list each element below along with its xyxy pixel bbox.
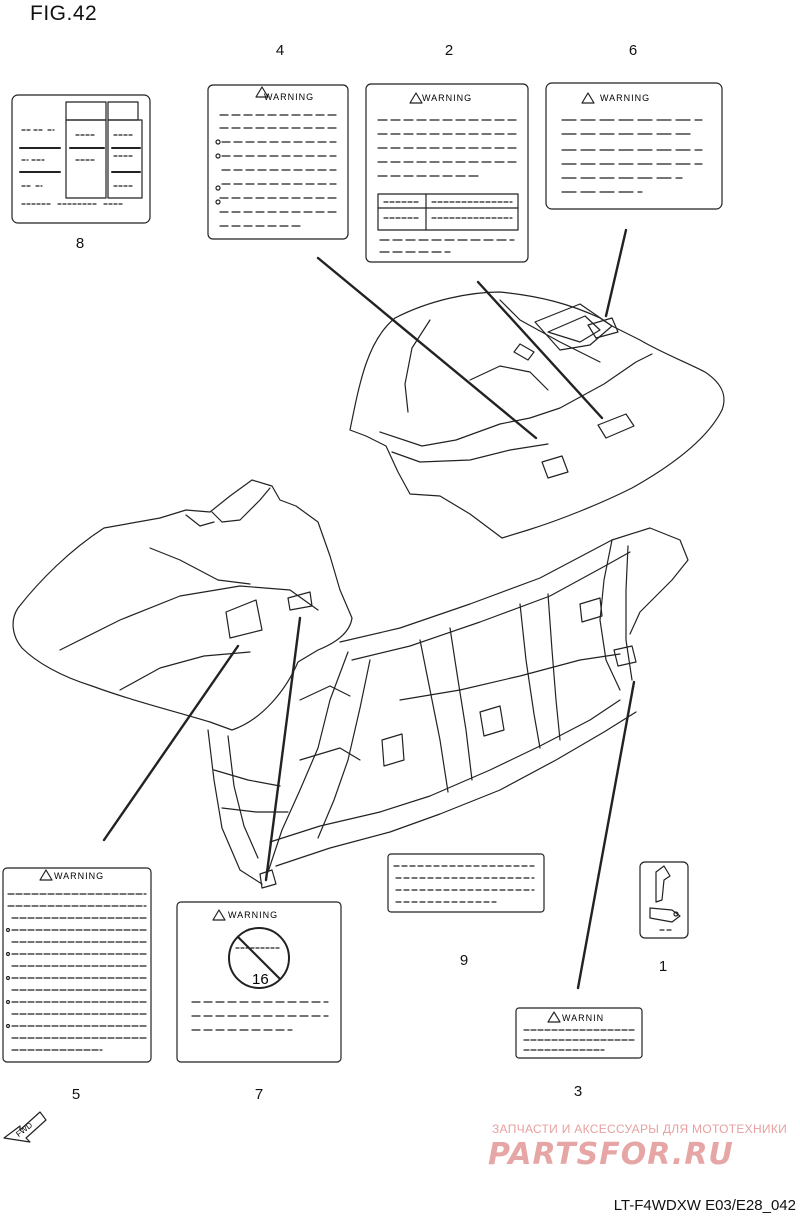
age-16-text: 16 [252,971,269,988]
callout-7: 7 [254,1086,264,1103]
callout-5: 5 [71,1086,81,1103]
front-fender [12,479,353,731]
label-6 [545,82,723,210]
label-8 [11,94,151,224]
label-1 [639,861,689,939]
watermark-tagline: ЗАПЧАСТИ И АКСЕССУАРЫ ДЛЯ МОТОТЕХНИКИ [492,1122,788,1136]
callout-2: 2 [444,42,454,59]
fwd-arrow-icon [3,1111,47,1143]
rear-fender [349,291,725,539]
label-7 [176,901,342,1063]
label-3 [515,1007,643,1059]
warning-label-6-text: WARNING [600,93,650,103]
label-2 [365,83,529,263]
warning-label-2-text: WARNING [422,93,472,103]
label-9 [387,853,545,913]
figure-title: FIG.42 [30,2,98,25]
callout-3: 3 [573,1083,583,1100]
figure-code: LT-F4WDXW E03/E28_042 [613,1197,796,1214]
warning-label-7-text: WARNING [228,910,278,920]
leader-lines [102,228,636,990]
frame [207,527,689,889]
label-5 [2,867,152,1063]
callout-9: 9 [459,952,469,969]
label-4 [207,84,349,240]
fwd-text: FWD [14,1120,34,1138]
callout-1: 1 [658,958,668,975]
callout-8: 8 [75,235,85,252]
warning-label-5-text: WARNING [54,871,104,881]
callout-6: 6 [628,42,638,59]
watermark-logo: PARTSFOR.RU [488,1137,734,1172]
callout-4: 4 [275,42,285,59]
warning-label-3-text: WARNIN [562,1013,604,1023]
warning-label-4-text: WARNING [264,92,314,102]
